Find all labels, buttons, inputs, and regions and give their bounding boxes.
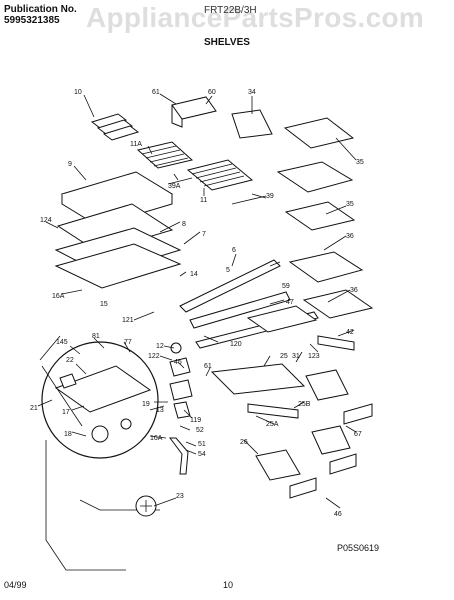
callout-label: 36 — [350, 287, 358, 294]
model-number: FRT22B/3H — [204, 5, 257, 16]
callout-label: 26 — [240, 439, 248, 446]
callout-label: 36 — [346, 233, 354, 240]
footer-date: 04/99 — [4, 580, 27, 590]
callout-label: 45 — [174, 359, 182, 366]
callout-label: 52 — [196, 427, 204, 434]
callout-label: 60 — [208, 89, 216, 96]
callout-label: 67 — [354, 431, 362, 438]
callout-label: 51 — [198, 441, 206, 448]
callout-label: 15 — [100, 301, 108, 308]
callout-label: 8 — [182, 221, 186, 228]
callout-label: 22 — [66, 357, 74, 364]
callout-label: 119 — [190, 417, 201, 424]
part-25-frame — [210, 363, 306, 395]
callout-label: 11 — [200, 197, 207, 204]
callout-label: 25 — [280, 353, 288, 360]
callout-label: 77 — [124, 339, 132, 346]
callout-label: 121 — [122, 317, 134, 324]
callout-label: 13 — [156, 407, 164, 414]
page-number: 10 — [223, 580, 234, 590]
callout-label: 12 — [156, 343, 164, 350]
cabinet-outline — [45, 440, 126, 571]
callout-label: 16A — [150, 435, 163, 442]
part-10-grilles — [90, 113, 140, 141]
diagram-code: P05S0619 — [337, 543, 380, 553]
watermark: AppliancePartsPros.com — [86, 2, 425, 33]
callout-label: 145 — [56, 339, 68, 346]
callout-label: 124 — [40, 217, 52, 224]
callout-label: 35 — [346, 201, 354, 208]
part-42-bracket — [317, 335, 355, 351]
callout-label: 123 — [308, 353, 320, 360]
callout-labels: 10 61 60 34 35 11A 39A 11 39 9 124 8 7 3… — [30, 89, 364, 518]
publication-label: Publication No. — [4, 4, 77, 15]
callout-label: 46 — [334, 511, 342, 518]
callout-label: 31 — [292, 353, 300, 360]
callout-label: 17 — [62, 409, 70, 416]
callout-label: 39A — [168, 183, 181, 190]
callout-label: 42 — [346, 329, 354, 336]
callout-label: 14 — [190, 271, 198, 278]
callout-label: 35 — [356, 159, 364, 166]
callout-label: 25A — [266, 421, 279, 428]
publication-number: 5995321385 — [4, 15, 60, 26]
part-25b-rail — [247, 403, 299, 419]
crisper-pans — [255, 369, 373, 499]
callout-label: 18 — [64, 431, 72, 438]
callout-label: 6 — [232, 247, 236, 254]
callout-label: 59 — [282, 283, 290, 290]
callout-label: 34 — [248, 89, 256, 96]
callout-label: 120 — [230, 341, 242, 348]
part-47-glass — [246, 305, 318, 333]
callout-label: 122 — [148, 353, 160, 360]
part-59-rail — [189, 291, 291, 329]
callout-label: 61 — [204, 363, 212, 370]
callout-label: 47 — [286, 299, 294, 306]
callout-label: 9 — [68, 161, 72, 168]
callout-label: 54 — [198, 451, 206, 458]
callout-label: 61 — [152, 89, 160, 96]
callout-label: 10 — [74, 89, 82, 96]
callout-label: 81 — [92, 333, 100, 340]
callout-label: 25B — [298, 401, 311, 408]
part-5-rail — [179, 259, 281, 313]
detail-circle — [39, 335, 159, 459]
callout-label: 16A — [52, 293, 65, 300]
right-glass-shelves — [276, 117, 374, 319]
callout-label: 7 — [202, 231, 206, 238]
leader-lines — [37, 93, 357, 509]
callout-label: 23 — [176, 493, 184, 500]
callout-label: 11A — [130, 141, 142, 148]
wire-shelves — [136, 141, 267, 205]
part-61-bracket — [171, 96, 217, 128]
left-shelf-stack — [54, 171, 182, 289]
callout-label: 5 — [226, 267, 230, 274]
part-34-bin — [231, 109, 273, 139]
callout-label: 19 — [142, 401, 150, 408]
diagram-title: SHELVES — [204, 37, 250, 48]
callout-label: 39 — [266, 193, 274, 200]
callout-label: 21 — [30, 405, 38, 412]
